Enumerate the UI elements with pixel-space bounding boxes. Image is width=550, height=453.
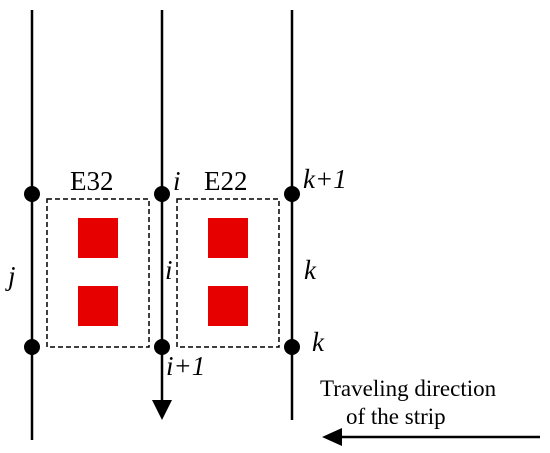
e22-upper-red-block [208,218,248,258]
node-center-top [154,186,170,202]
element-label-e32: E32 [70,166,114,196]
e32-upper-red-block [78,218,118,258]
caption-line-2: of the strip [346,404,446,429]
node-right-bottom [284,339,300,355]
e22-lower-red-block [208,286,248,326]
caption-line-1: Traveling direction [320,376,497,401]
node-center-bottom [154,339,170,355]
e32-lower-red-block [78,286,118,326]
element-box-e32 [46,198,150,348]
node-right-top [284,186,300,202]
center-down-arrowhead [152,400,172,420]
travel-direction-arrowhead [322,428,342,446]
element-box-e22 [176,198,280,348]
node-label-k-mid: k [304,255,317,285]
node-label-k-bottom: k [312,327,325,357]
node-label-i-mid: i [165,255,173,285]
node-label-k-plus-1: k+1 [303,164,347,194]
element-label-e22: E22 [204,166,248,196]
node-label-i-top: i [173,166,181,196]
node-left-bottom [24,339,40,355]
node-label-j: j [5,261,16,291]
node-label-i-plus-1: i+1 [166,351,205,381]
node-left-top [24,186,40,202]
